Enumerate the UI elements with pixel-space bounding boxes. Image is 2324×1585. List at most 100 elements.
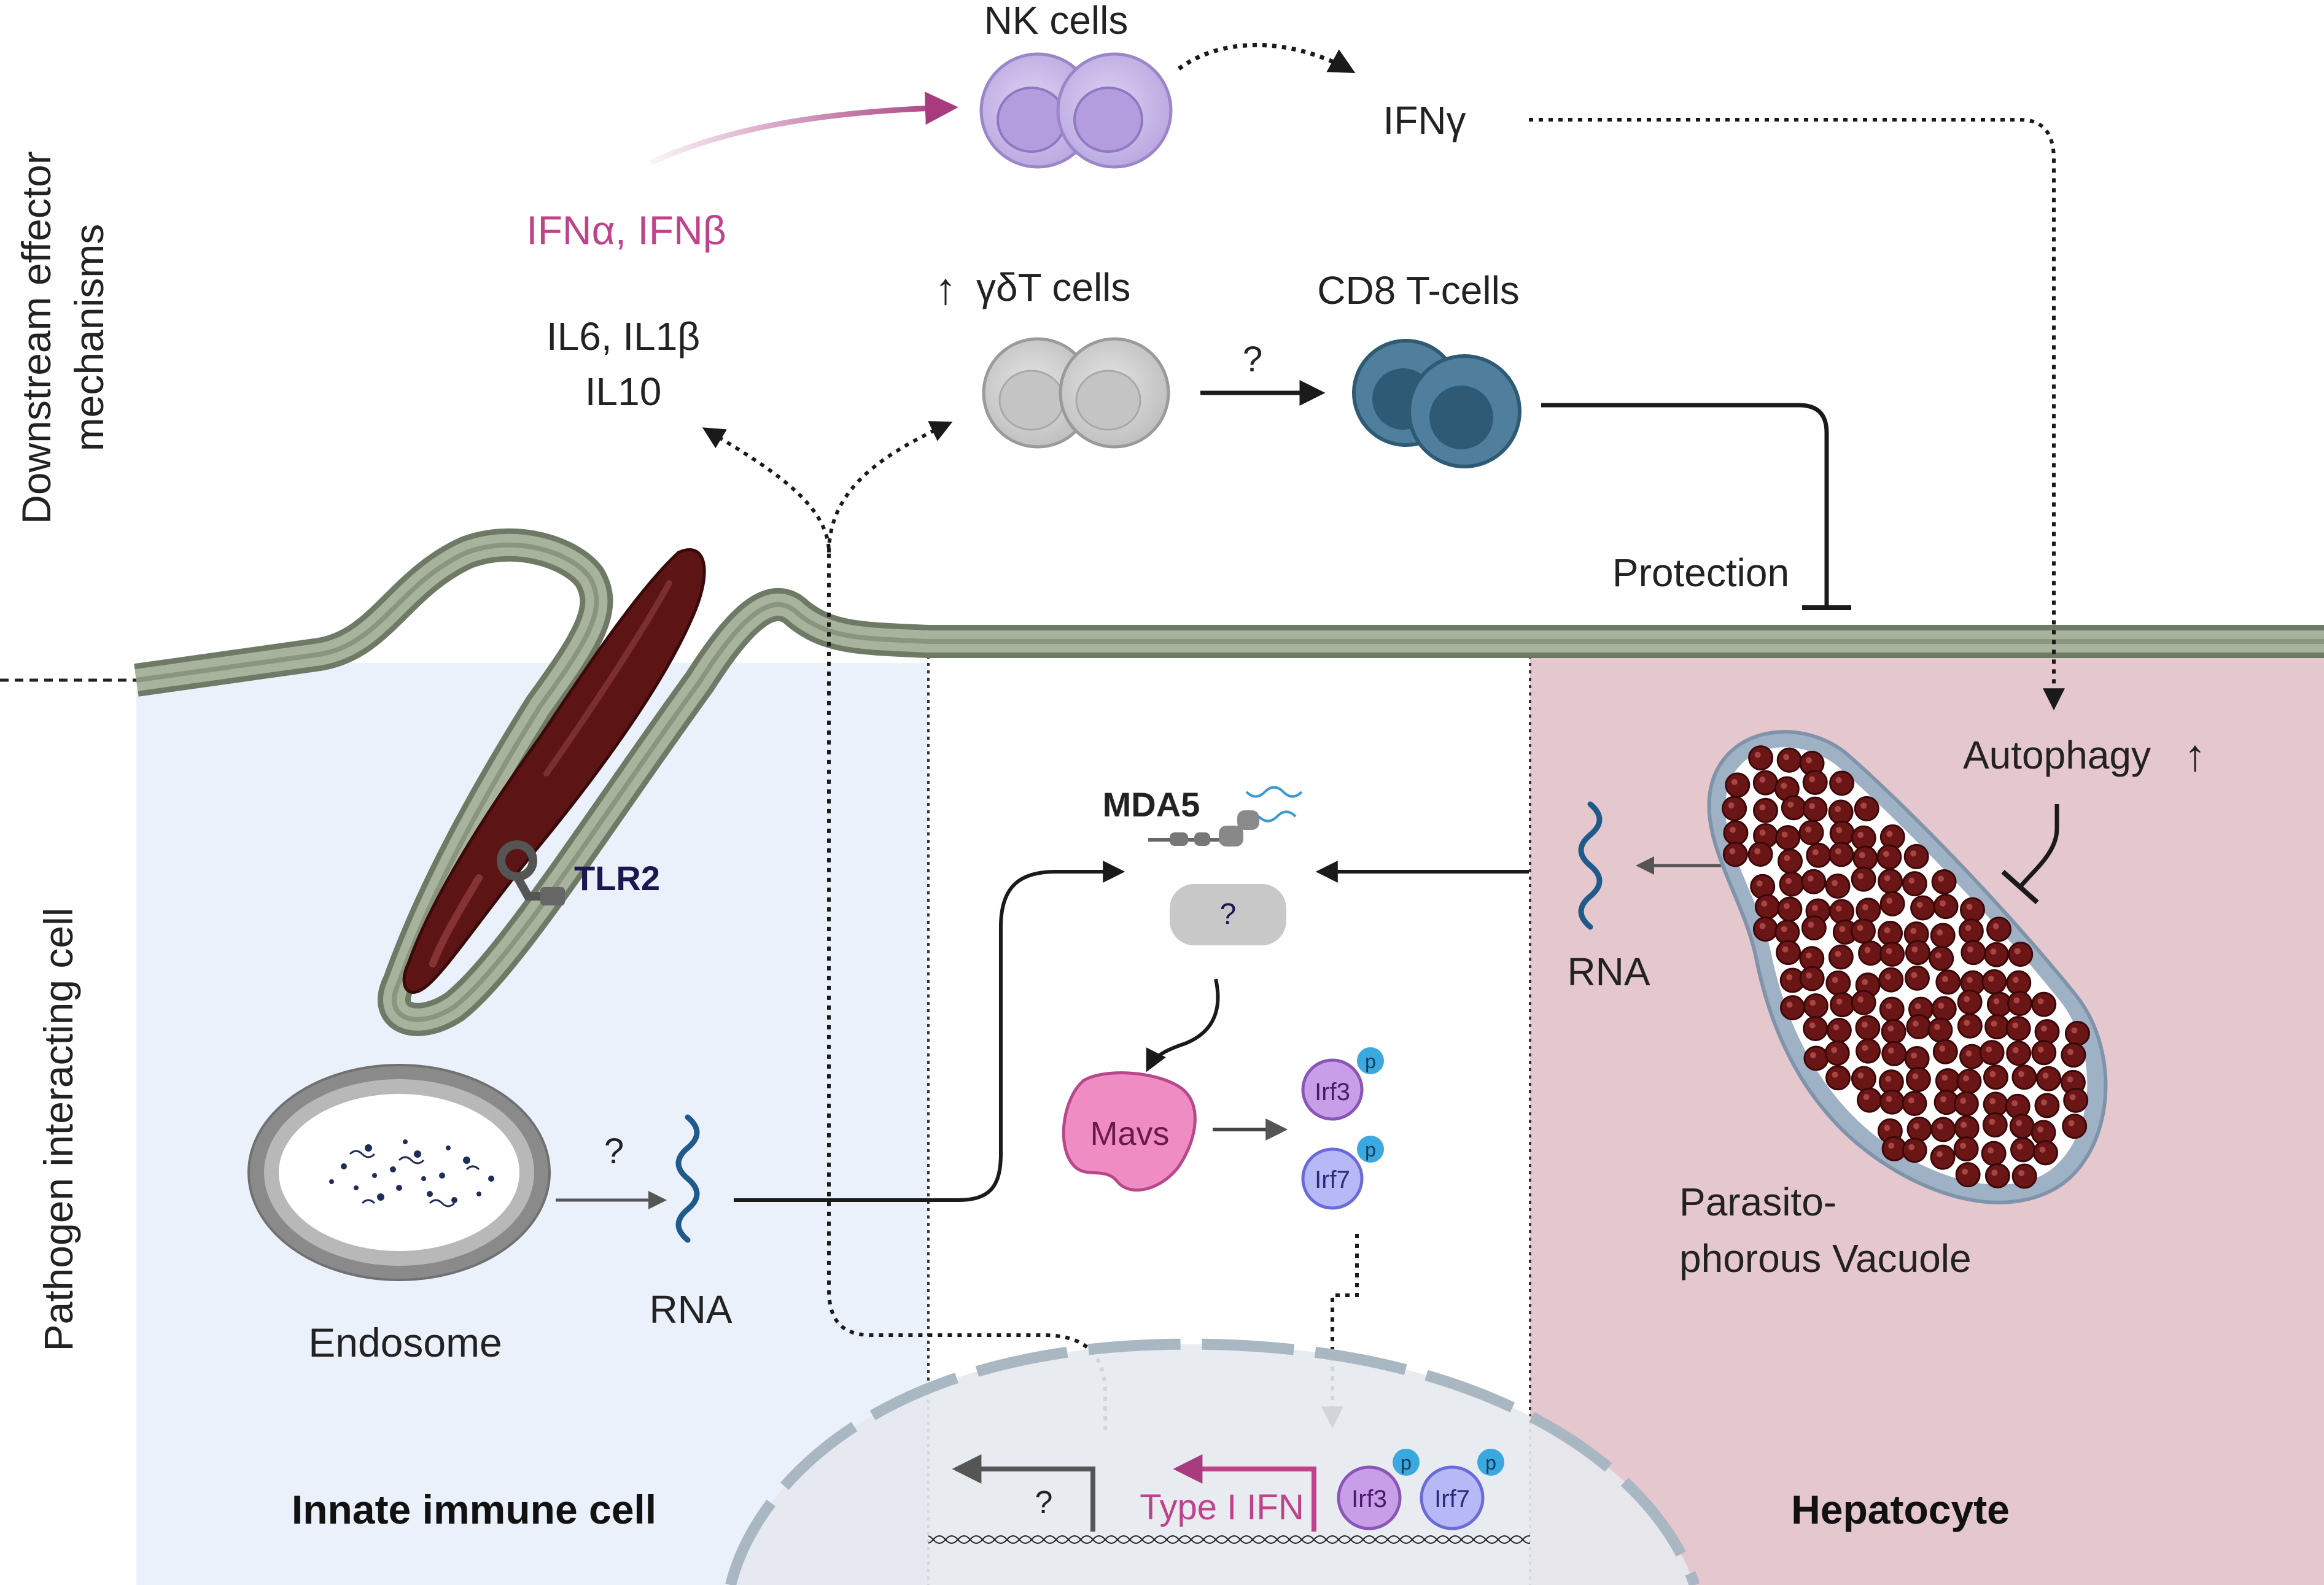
dna-strand bbox=[928, 1532, 1530, 1546]
merozoite-highlight bbox=[1831, 1047, 1838, 1053]
irf7-label: Irf7 bbox=[1315, 1166, 1350, 1193]
merozoite-highlight bbox=[1807, 875, 1814, 882]
merozoite bbox=[1955, 1162, 1981, 1188]
rna-right-icon bbox=[1578, 801, 1603, 930]
merozoite-highlight bbox=[2037, 1126, 2044, 1133]
merozoite-highlight bbox=[2037, 1046, 2044, 1053]
gdt-cells-label: γδT cells bbox=[976, 265, 1130, 309]
merozoite bbox=[1752, 797, 1778, 823]
merozoite bbox=[1828, 842, 1854, 867]
mavs-shape bbox=[1062, 1071, 1197, 1192]
gdt-to-cd8-question: ? bbox=[1243, 339, 1262, 379]
type1-ifn-promoter-arrow bbox=[1173, 1454, 1316, 1532]
merozoite-highlight bbox=[1861, 1021, 1868, 1028]
merozoite-highlight bbox=[1886, 897, 1893, 904]
merozoite-highlight bbox=[1835, 777, 1842, 783]
merozoite bbox=[1902, 1091, 1927, 1117]
merozoite-highlight bbox=[2069, 1094, 2076, 1101]
merozoite-highlight bbox=[1806, 972, 1813, 979]
merozoite-highlight bbox=[1884, 875, 1891, 882]
merozoite bbox=[1930, 923, 1956, 948]
merozoite bbox=[1983, 1064, 2008, 1090]
merozoite-highlight bbox=[2039, 1146, 2046, 1153]
vacuole-label-line1: Parasito- bbox=[1679, 1180, 1836, 1224]
merozoite bbox=[1954, 1115, 1980, 1141]
merozoite bbox=[1856, 897, 1881, 923]
merozoite-highlight bbox=[1940, 1096, 1947, 1103]
merozoite bbox=[1932, 1039, 1958, 1064]
merozoite-highlight bbox=[1759, 829, 1766, 836]
irf7-cytoplasmic: Irf7 p bbox=[1301, 1136, 1384, 1210]
merozoite bbox=[1931, 869, 1957, 894]
merozoite-highlight bbox=[1833, 1024, 1840, 1031]
merozoite-highlight bbox=[1988, 1147, 1994, 1154]
merozoite-highlight bbox=[1812, 849, 1819, 856]
autophagy-blunt-end bbox=[2001, 870, 2039, 904]
merozoite bbox=[1828, 799, 1854, 825]
merozoite-cluster bbox=[1722, 745, 2090, 1189]
merozoite bbox=[1825, 1065, 1851, 1091]
sporozoite-parasite bbox=[402, 548, 706, 994]
gdt-up-arrow-icon: ↑ bbox=[935, 265, 957, 314]
mda5-label: MDA5 bbox=[1103, 785, 1200, 824]
rna-left-icon bbox=[675, 1114, 700, 1243]
merozoite-highlight bbox=[1864, 947, 1871, 953]
merozoite-highlight bbox=[2067, 1076, 2073, 1083]
merozoite-highlight bbox=[1860, 802, 1867, 809]
merozoite-highlight bbox=[1863, 1094, 1870, 1101]
merozoite bbox=[1879, 941, 1905, 967]
merozoite bbox=[1881, 1041, 1907, 1066]
merozoite-highlight bbox=[1729, 826, 1736, 833]
merozoite bbox=[1748, 745, 1774, 771]
mavs-label: Mavs bbox=[1090, 1115, 1169, 1152]
merozoite bbox=[2031, 991, 2057, 1017]
merozoite bbox=[2010, 1137, 2036, 1163]
merozoite bbox=[1801, 915, 1827, 941]
irf3-circle bbox=[1301, 1058, 1364, 1121]
merozoite bbox=[1854, 796, 1879, 821]
irf7-phospho-label: p bbox=[1365, 1139, 1376, 1161]
merozoite bbox=[1904, 965, 1930, 991]
merozoite bbox=[1825, 970, 1851, 996]
merozoite-highlight bbox=[1986, 1046, 1992, 1053]
merozoite-highlight bbox=[1989, 1118, 1996, 1125]
merozoite-highlight bbox=[1781, 831, 1788, 838]
merozoite bbox=[1878, 920, 1903, 946]
merozoite bbox=[1722, 796, 1747, 821]
merozoite-highlight bbox=[1862, 1045, 1868, 1052]
merozoite-highlight bbox=[1783, 754, 1790, 761]
rna-left-label: RNA bbox=[649, 1287, 732, 1331]
irf3-nuclear-circle bbox=[1337, 1465, 1402, 1530]
merozoite bbox=[1927, 1017, 1953, 1043]
merozoite bbox=[1929, 945, 1954, 971]
merozoite bbox=[1953, 1136, 1979, 1162]
merozoite bbox=[2033, 1140, 2059, 1166]
merozoite-highlight bbox=[1785, 878, 1792, 885]
side-labels: Downstream effector mechanisms Pathogen … bbox=[14, 151, 112, 1351]
merozoite bbox=[1981, 1141, 2007, 1166]
merozoite-highlight bbox=[1884, 974, 1891, 980]
merozoite bbox=[1829, 992, 1855, 1018]
gdt-cell-1-nucleus bbox=[998, 370, 1065, 431]
merozoite-highlight bbox=[1964, 1020, 1970, 1026]
merozoite bbox=[1933, 894, 1959, 920]
merozoite bbox=[1957, 1013, 1983, 1039]
merozoite-highlight bbox=[1809, 1022, 1816, 1029]
merozoite bbox=[1876, 844, 1902, 870]
merozoite-highlight bbox=[1912, 1073, 1919, 1080]
irf3-nuclear-phospho-label: p bbox=[1401, 1452, 1412, 1474]
merozoite bbox=[1829, 770, 1855, 796]
merozoite-highlight bbox=[1960, 1142, 1967, 1149]
merozoite-highlight bbox=[2016, 1120, 2023, 1126]
merozoite-highlight bbox=[2012, 1022, 2019, 1029]
nucleus-envelope bbox=[725, 1338, 1700, 1585]
hepatocyte-panel-label: Hepatocyte bbox=[1791, 1487, 2010, 1532]
merozoite bbox=[1935, 1068, 1961, 1094]
ifn-ab-to-nk-arrow bbox=[650, 91, 958, 166]
merozoite bbox=[2062, 1114, 2088, 1139]
merozoite-highlight bbox=[1940, 900, 1946, 907]
merozoite-highlight bbox=[1935, 952, 1941, 959]
merozoite bbox=[1776, 940, 1801, 966]
irf3-label: Irf3 bbox=[1315, 1079, 1350, 1106]
merozoite bbox=[1979, 1040, 2005, 1066]
